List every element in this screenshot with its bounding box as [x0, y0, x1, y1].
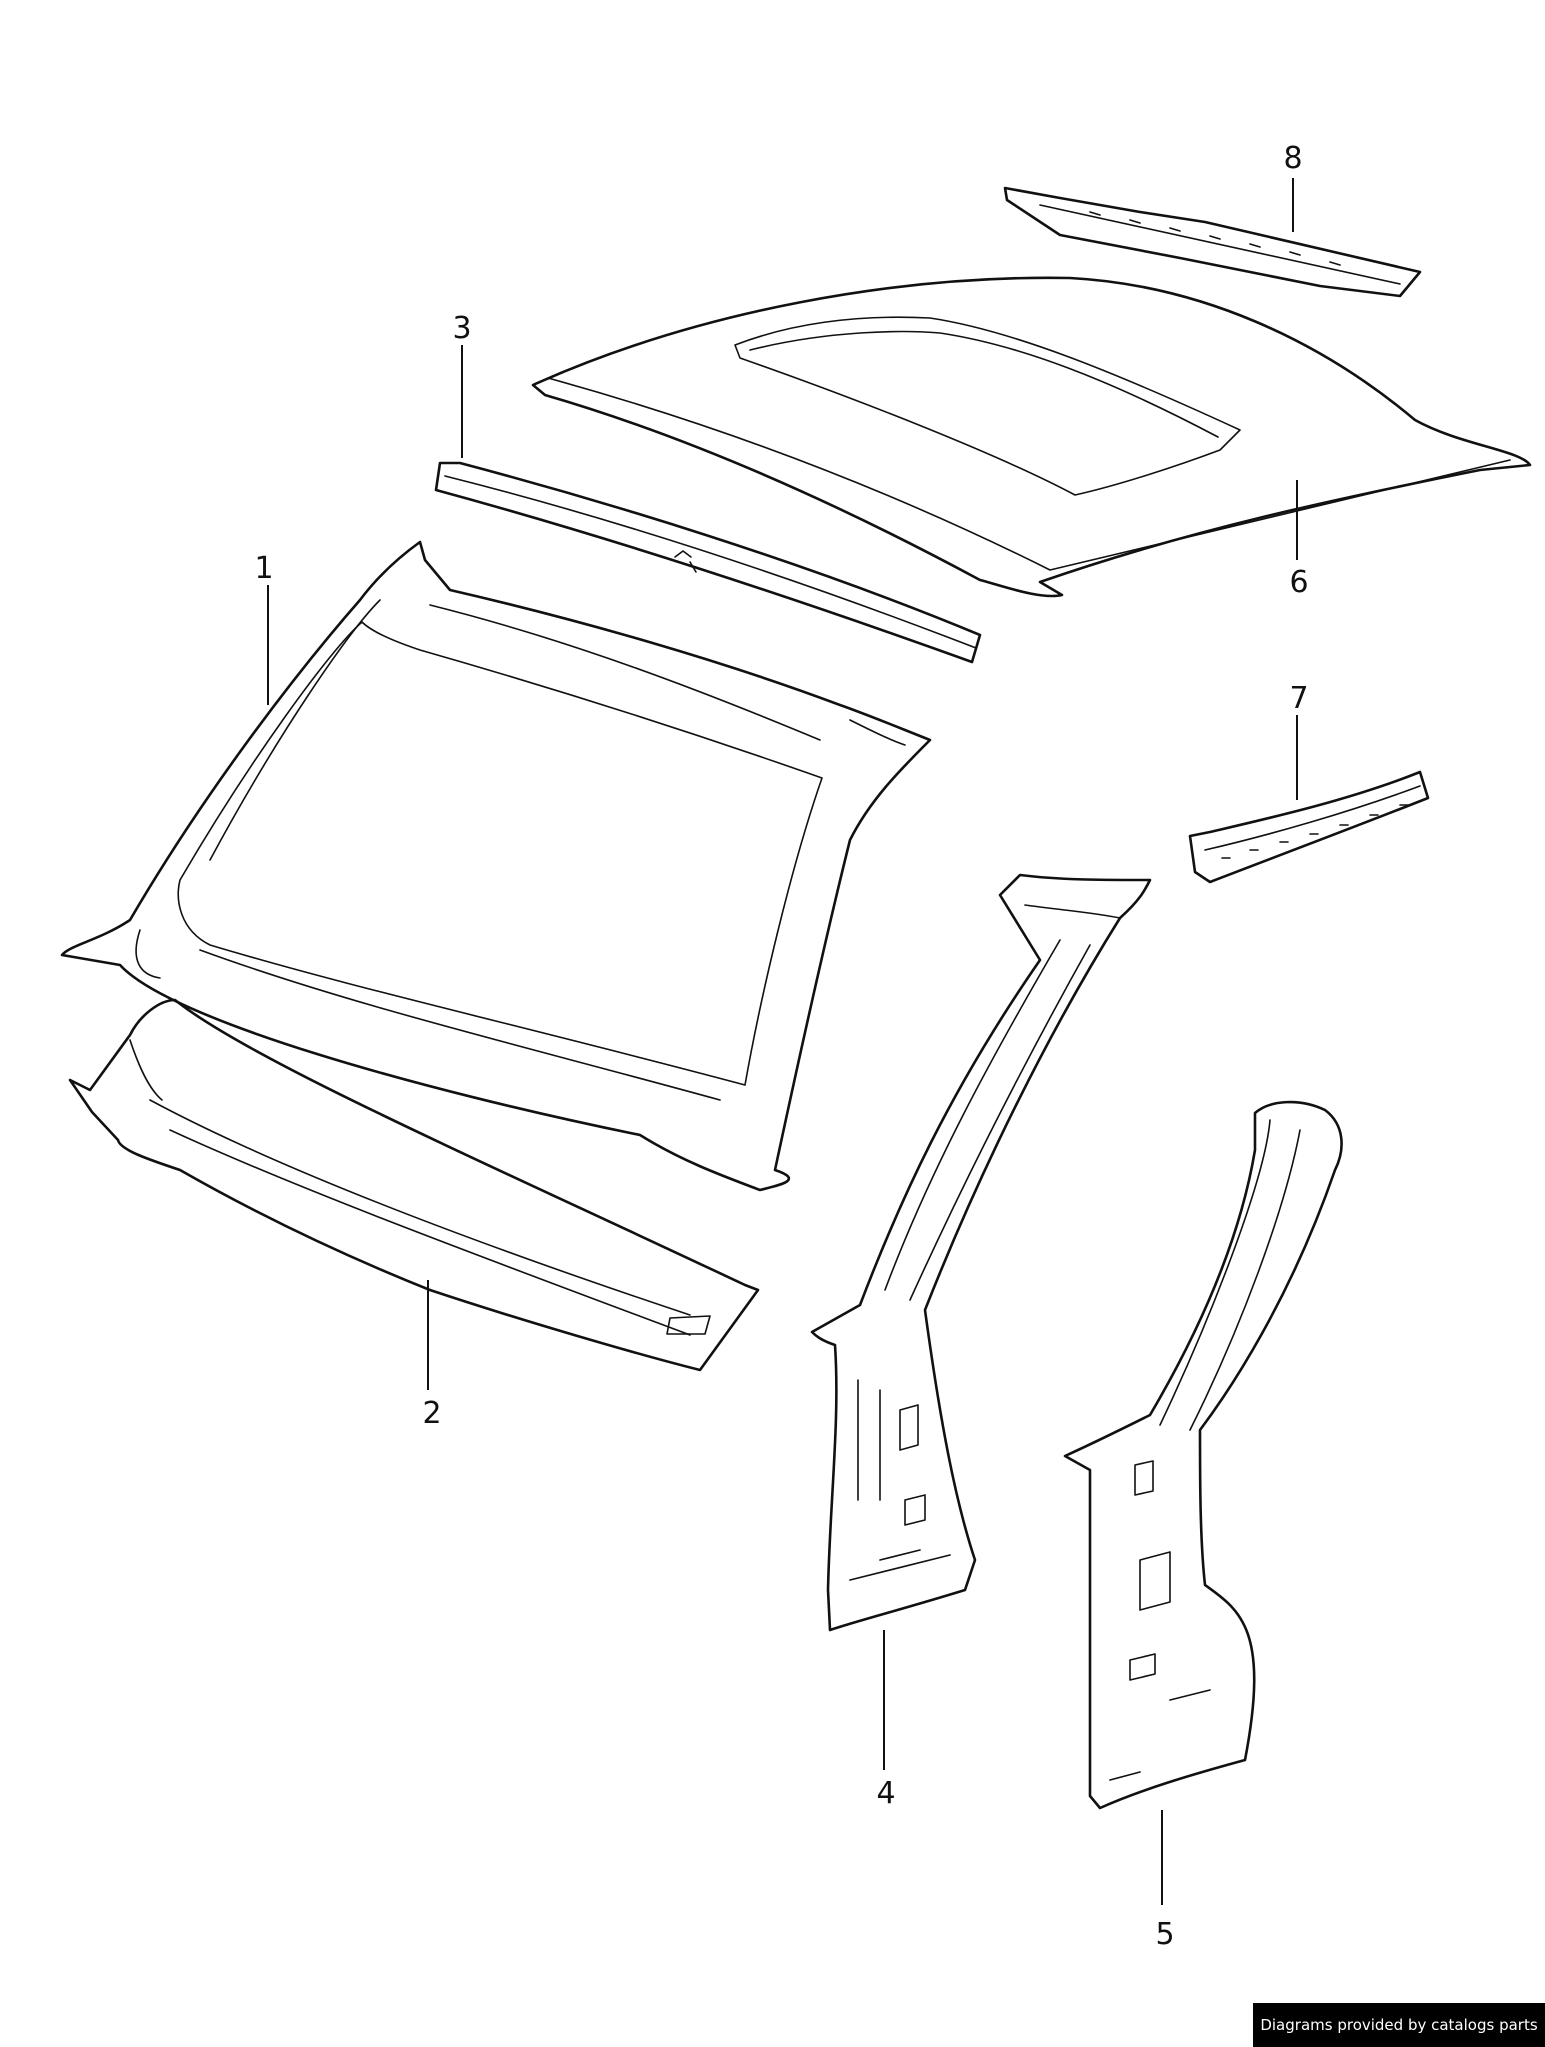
callout-1: 1 [254, 551, 273, 586]
callout-4: 4 [876, 1776, 895, 1811]
part-5-b-pillar [1063, 1100, 1343, 1810]
part-8-rear-roof-crossmember [1003, 186, 1422, 298]
callout-7: 7 [1289, 681, 1308, 716]
callout-5: 5 [1155, 1917, 1174, 1952]
part-3-front-roof-rail [434, 461, 982, 664]
part-7-reinforcement-bracket [1188, 770, 1430, 884]
callout-labels: 1 2 3 4 5 6 7 8 [254, 141, 1308, 1952]
part-1-windshield-frame [60, 540, 932, 1192]
part-4-a-pillar [810, 873, 1152, 1632]
part-6-roof-panel [531, 276, 1532, 598]
callout-8: 8 [1283, 141, 1302, 176]
part-2-cowl-panel [68, 998, 760, 1372]
leader-lines [267, 178, 1298, 1905]
callout-2: 2 [422, 1396, 441, 1431]
credit-badge: Diagrams provided by catalogs parts [1253, 2003, 1545, 2047]
callout-6: 6 [1289, 565, 1308, 600]
callout-3: 3 [452, 311, 471, 346]
